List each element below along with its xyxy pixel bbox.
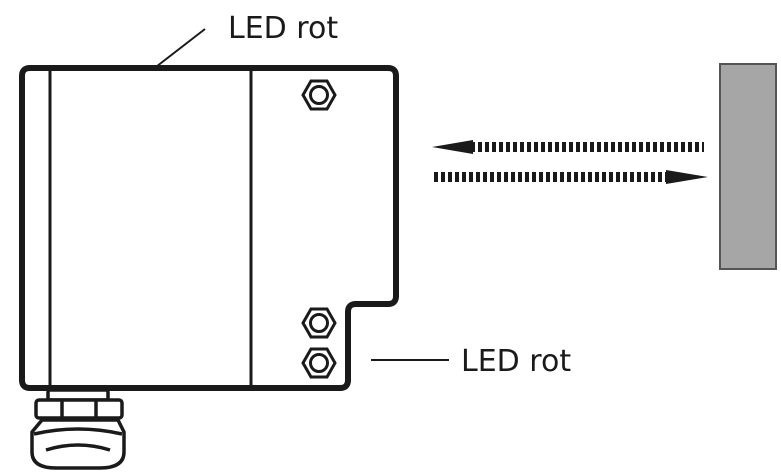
led-top-label: LED rot xyxy=(228,11,338,46)
hex-nut-icon xyxy=(301,347,337,379)
led-top-leader-line xyxy=(151,28,206,71)
hex-nut-icon xyxy=(301,79,337,111)
hex-nut-icon xyxy=(301,307,337,339)
arrow-left-icon xyxy=(432,140,704,154)
reflector-panel xyxy=(719,63,777,270)
led-bottom-label: LED rot xyxy=(461,344,571,379)
sensor-housing xyxy=(19,65,399,391)
arrow-right-icon xyxy=(434,170,708,184)
cable-gland xyxy=(30,388,126,470)
